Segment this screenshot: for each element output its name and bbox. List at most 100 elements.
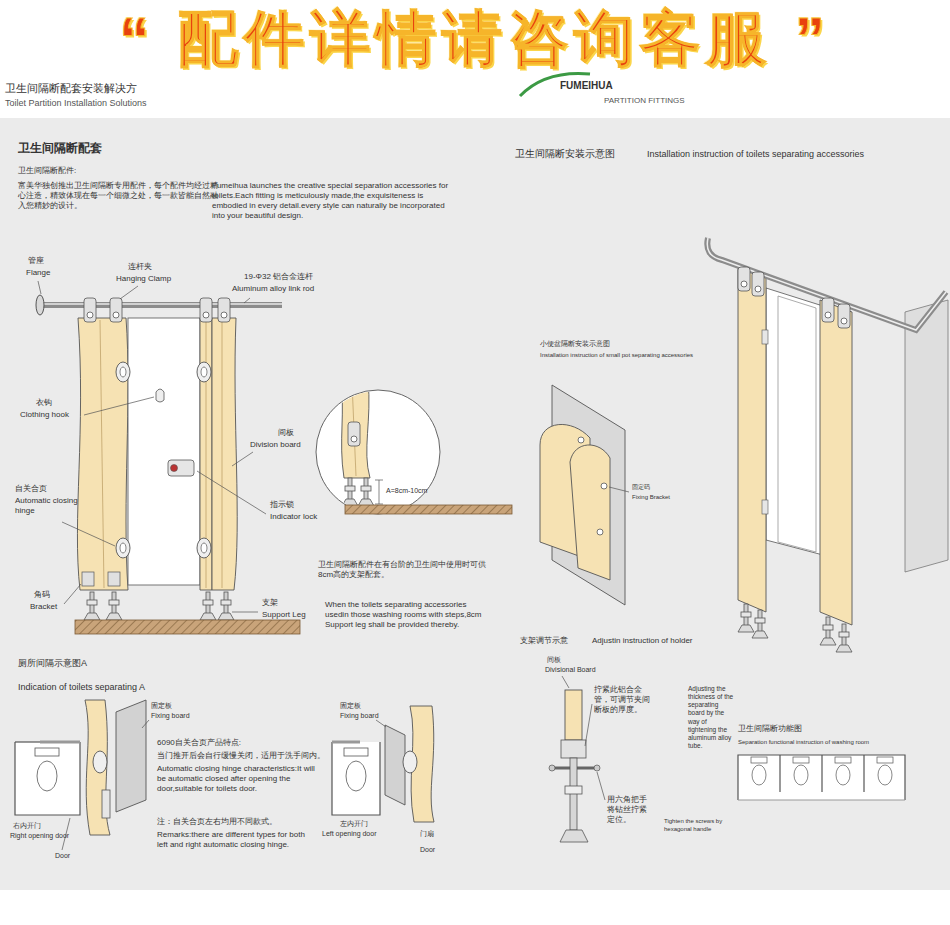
section-title: 卫生间隔断配套 [18, 141, 102, 156]
partition-drawing [36, 295, 44, 315]
part-label: Hanging Clamp [116, 274, 171, 284]
header-title: 卫生间隔断配套安装解决方 [5, 82, 137, 96]
section-title: Installation instruction of toilets sepa… [647, 149, 864, 160]
holder-detail [565, 690, 582, 740]
section-title: 支架调节示意 [520, 636, 568, 646]
holder-detail [597, 772, 605, 800]
note-text: 卫生间隔断配件在有台阶的卫生间中使用时可供8cm高的支架配套。 [318, 560, 490, 580]
part-label: 连杆夹 [128, 262, 152, 272]
stall-plan [738, 800, 905, 801]
urinal-partition [540, 385, 629, 605]
part-label: 自关合页 [15, 484, 47, 494]
part-label: 门扇 [420, 830, 434, 839]
partition-3d [778, 296, 816, 552]
part-label: 间板 [278, 428, 294, 438]
plan-right-opening [35, 748, 59, 756]
note-text: 注：自关合页左右均用不同款式。 [157, 817, 277, 827]
stall-plan [821, 755, 822, 792]
holder-detail [594, 765, 600, 771]
partition-drawing [36, 295, 300, 634]
plan-right-opening [15, 741, 40, 742]
banner-text: “ 配件详情请咨询客服 ” [30, 6, 920, 72]
stall-plan [752, 765, 766, 785]
part-label: Fixing board [340, 712, 379, 721]
leader-line [197, 471, 266, 514]
brand-name: FUMEIHUA [560, 80, 613, 93]
detail-circle [379, 480, 380, 504]
stall-plan [877, 757, 893, 763]
stall-plan [751, 757, 767, 763]
part-label: Flange [26, 268, 50, 278]
part-label: Door [55, 852, 70, 861]
partition-drawing [156, 389, 164, 402]
plan-right-opening [93, 751, 107, 773]
part-label: Fixing board [151, 712, 190, 721]
note-text: Adjusting the thickness of the separatin… [688, 685, 734, 750]
detail-circle [340, 380, 370, 478]
holder-detail [561, 740, 586, 758]
partition-drawing [84, 592, 100, 620]
plan-left-opening [344, 748, 368, 756]
stall-plan [793, 757, 809, 763]
partition-3d [836, 624, 852, 652]
partition-drawing [100, 320, 104, 588]
part-label: 固定板 [151, 702, 172, 711]
part-label: 指示锁 [270, 500, 294, 510]
urinal-partition [578, 437, 584, 443]
section-title: 厕所间隔示意图A [18, 658, 87, 669]
part-label: Automatic closing hinge [15, 496, 85, 516]
stall-plan [836, 765, 850, 785]
stall-plan [878, 765, 892, 785]
part-label: 19-Φ32 铝合金连杆 [244, 272, 313, 282]
note-text: 拧紧此铝合金管，可调节夹间断板的厚度。 [594, 685, 656, 715]
partition-drawing [200, 592, 216, 620]
partition-drawing [108, 572, 120, 586]
leader-line [84, 397, 154, 415]
partition-drawing [212, 318, 237, 590]
urinal-partition [597, 529, 603, 535]
plan-left-opening [403, 751, 417, 773]
note-text: 用六角把手将钻丝拧紧定位。 [607, 795, 649, 825]
holder-detail [560, 830, 588, 842]
detail-circle [375, 504, 383, 505]
section-title: 小便盆隔断安装示意图 [540, 340, 610, 349]
plan-left-opening [332, 741, 360, 744]
detail-circle [358, 478, 374, 506]
part-label: Door [420, 846, 435, 855]
section-title: 卫生间隔断功能图 [738, 724, 802, 734]
plan-right-opening [116, 700, 146, 812]
partition-drawing [40, 302, 282, 308]
part-label: 角码 [34, 590, 50, 600]
partition-drawing [75, 620, 300, 634]
description-text: Fumeihua launches the creative special s… [212, 181, 452, 221]
partition-drawing [40, 303, 282, 305]
leader-line [120, 286, 138, 299]
partition-drawing [84, 298, 96, 322]
leader-line [62, 522, 115, 546]
brand-tagline: PARTITION FITTINGS [604, 96, 685, 106]
holder-detail [549, 765, 555, 771]
partition-drawing [197, 538, 211, 558]
partition-drawing [200, 298, 212, 322]
part-label: Aluminum alloy link rod [232, 284, 314, 294]
part-label: 左内开门 [340, 820, 368, 829]
part-label: Right opening door [10, 832, 69, 841]
partition-3d [738, 604, 754, 632]
plan-left-opening [385, 725, 405, 805]
part-label: 右内开门 [13, 822, 41, 831]
partition-drawing [171, 465, 178, 472]
part-label: Clothing hook [20, 410, 69, 420]
plan-left-opening [332, 706, 434, 822]
section-subtitle: Installation instruction of small pot se… [540, 352, 730, 360]
plan-left-opening [332, 742, 380, 815]
detail-circle [316, 380, 512, 514]
stall-plan [835, 757, 851, 763]
plan-right-opening [102, 790, 110, 818]
plan-left-opening [346, 761, 366, 791]
urinal-partition [601, 483, 607, 489]
detail-circle [316, 390, 440, 514]
part-label: Bracket [30, 602, 57, 612]
partition-drawing [168, 460, 194, 476]
plan-right-opening [85, 700, 110, 835]
